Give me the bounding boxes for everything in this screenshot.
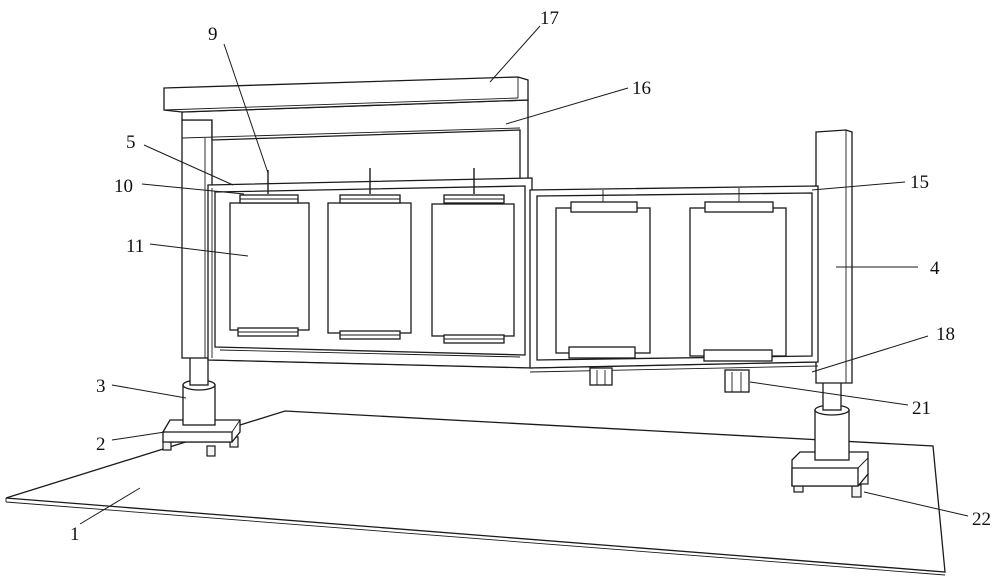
label-2: 2 xyxy=(96,434,106,455)
clamp-top-2 xyxy=(339,194,401,204)
label-16: 16 xyxy=(632,78,651,99)
label-5: 5 xyxy=(126,132,136,153)
label-4: 4 xyxy=(930,258,940,279)
bracket-1 xyxy=(589,367,613,386)
label-21: 21 xyxy=(912,398,931,419)
bracket-2 xyxy=(724,369,750,393)
label-15: 15 xyxy=(910,172,929,193)
left-support xyxy=(162,354,241,457)
left-post-and-roof xyxy=(163,76,529,359)
clamp-bottom-1 xyxy=(237,327,299,337)
left-boards xyxy=(229,194,515,344)
label-9: 9 xyxy=(208,24,218,45)
clamp-bottom-3 xyxy=(443,334,505,344)
label-3: 3 xyxy=(96,376,106,397)
label-17: 17 xyxy=(540,8,559,29)
label-22: 22 xyxy=(972,509,991,530)
label-18: 18 xyxy=(936,324,955,345)
label-10: 10 xyxy=(114,176,133,197)
label-1: 1 xyxy=(70,524,80,545)
leader-lines xyxy=(79,25,969,525)
right-post xyxy=(815,129,853,384)
right-support xyxy=(791,379,869,498)
right-boards xyxy=(555,188,787,362)
clamp-bottom-2 xyxy=(339,330,401,340)
clamp-top-3 xyxy=(443,194,505,204)
clamp-top-1 xyxy=(239,194,299,204)
label-11: 11 xyxy=(126,236,144,257)
